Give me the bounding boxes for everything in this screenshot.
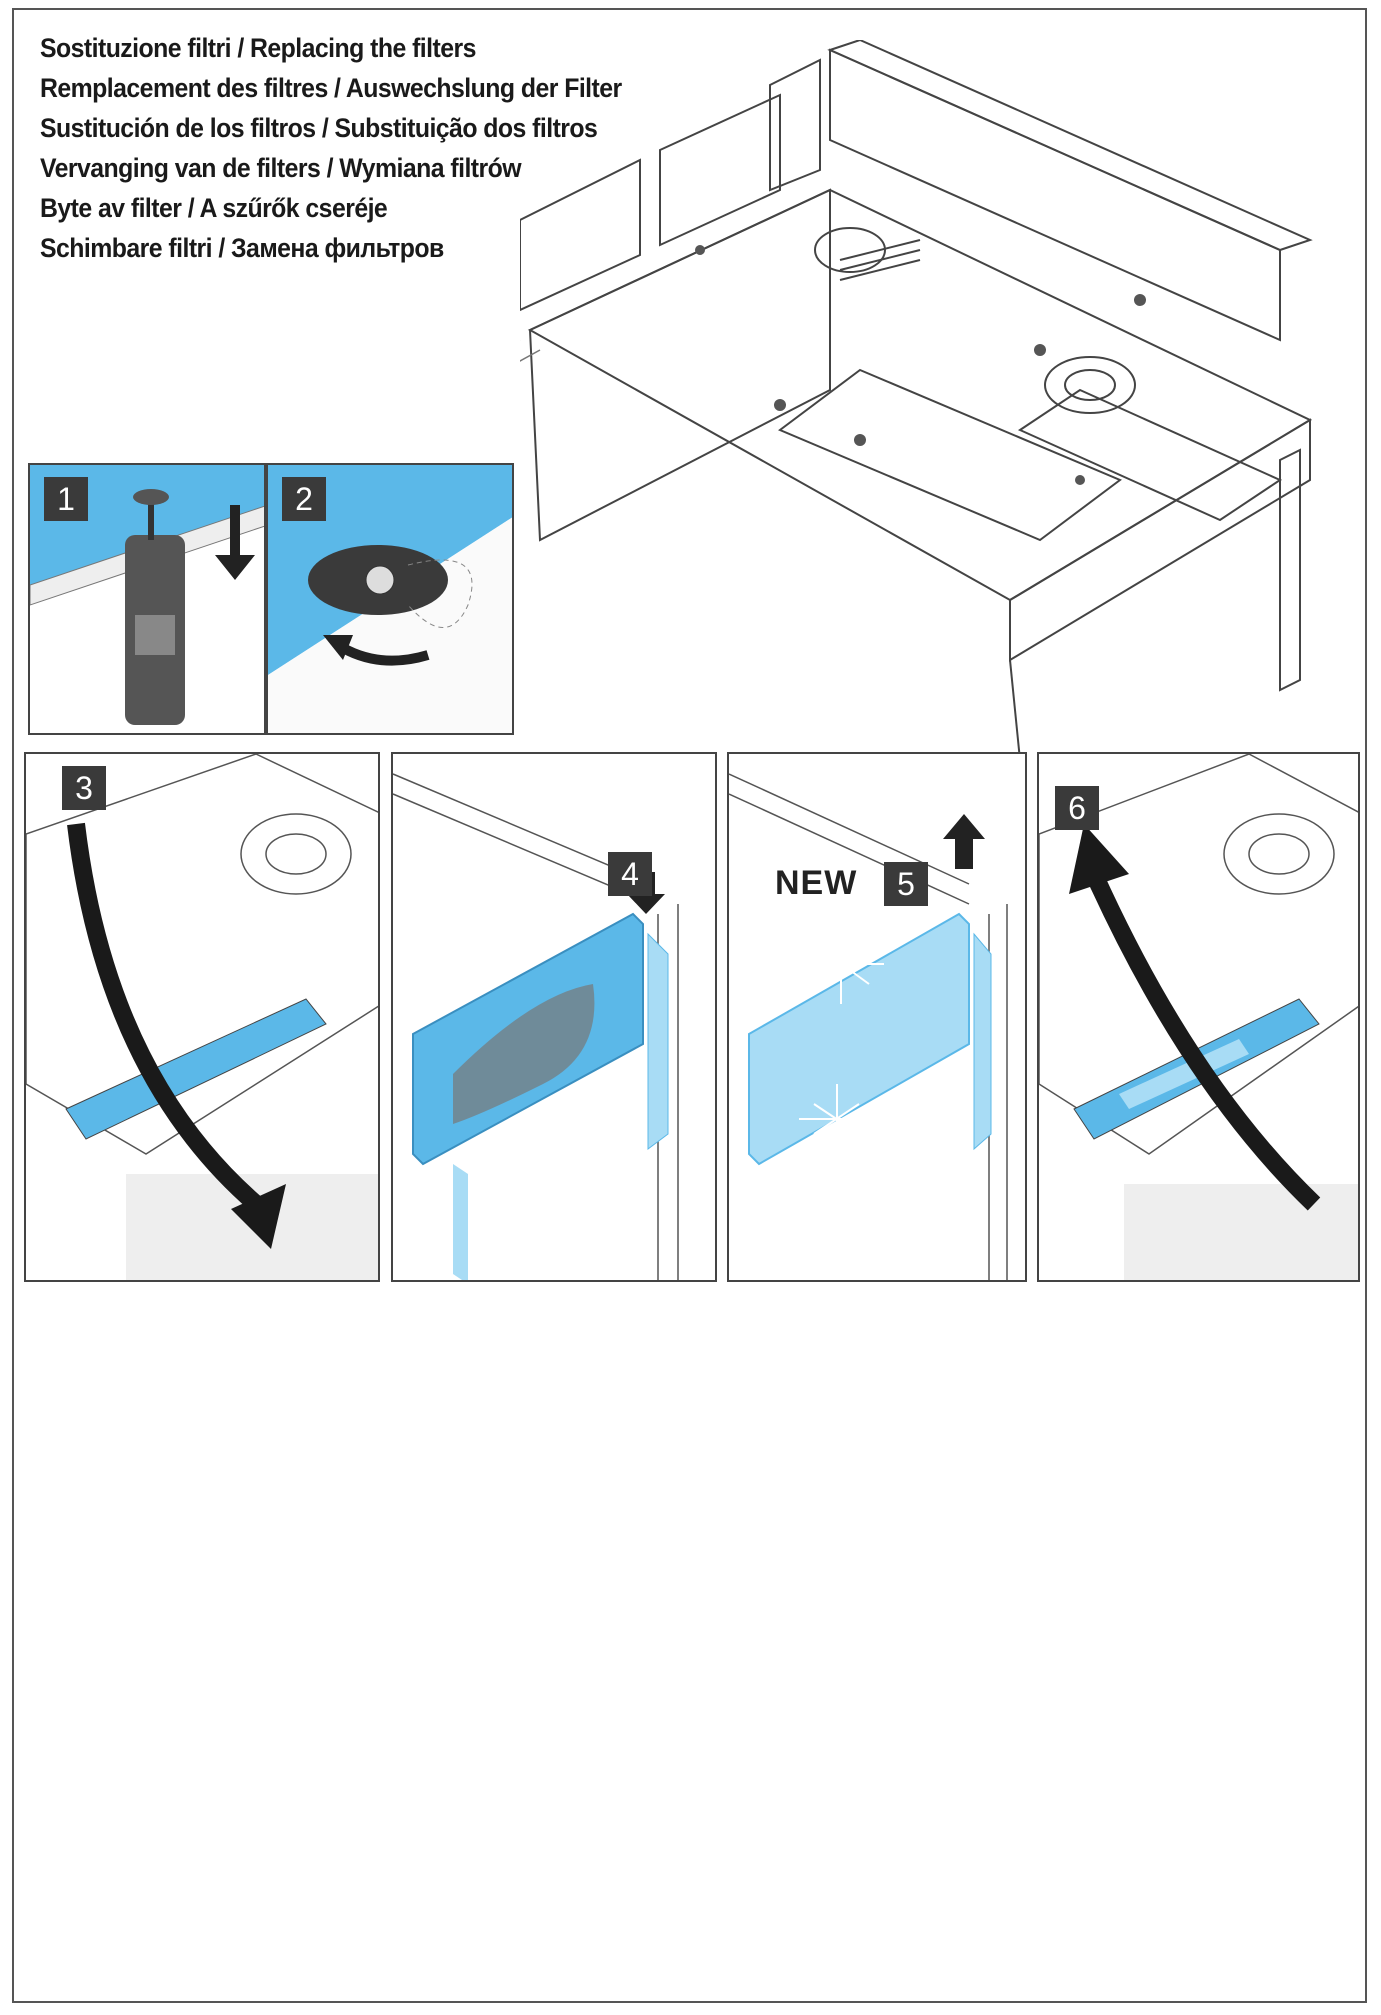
drill-illustration [30,465,264,725]
step-5-badge: 5 [884,862,928,906]
title-line-nl-pl: Vervanging van de filters / Wymiana filt… [40,153,522,183]
step-3-badge: 3 [62,766,106,810]
step-3-panel: 3 [24,752,380,1282]
step-2-panel: 2 [266,463,514,735]
step-6-badge: 6 [1055,786,1099,830]
step-4-illustration [393,773,679,1280]
title-line-it-en: Sostituzione filtri / Replacing the filt… [40,33,476,63]
step-5-illustration [729,773,1008,1280]
step-4-panel: 4 [391,752,717,1282]
step-1-panel: 1 [28,463,266,735]
step-4-badge: 4 [608,852,652,896]
title-line-fr-de: Remplacement des filtres / Auswechslung … [40,73,622,103]
step-3-illustration [26,754,378,1280]
title-line-sv-hu: Byte av filter / A szűrők cseréje [40,193,388,223]
step-1-badge: 1 [44,477,88,521]
title-line-es-pt: Sustitución de los filtros / Substituiçã… [40,113,598,143]
step-2-badge: 2 [282,477,326,521]
step-5-panel: NEW 5 [727,752,1027,1282]
new-filter-label: NEW [775,864,858,902]
step-6-panel: 6 [1037,752,1360,1282]
title-block: Sostituzione filtri / Replacing the filt… [40,28,622,268]
hood-illustration [520,40,1313,760]
step-6-illustration [1039,754,1358,1280]
page-frame [12,8,1367,2003]
title-line-ro-ru: Schimbare filtri / Замена фильтров [40,233,444,263]
knob-illustration [268,465,512,733]
